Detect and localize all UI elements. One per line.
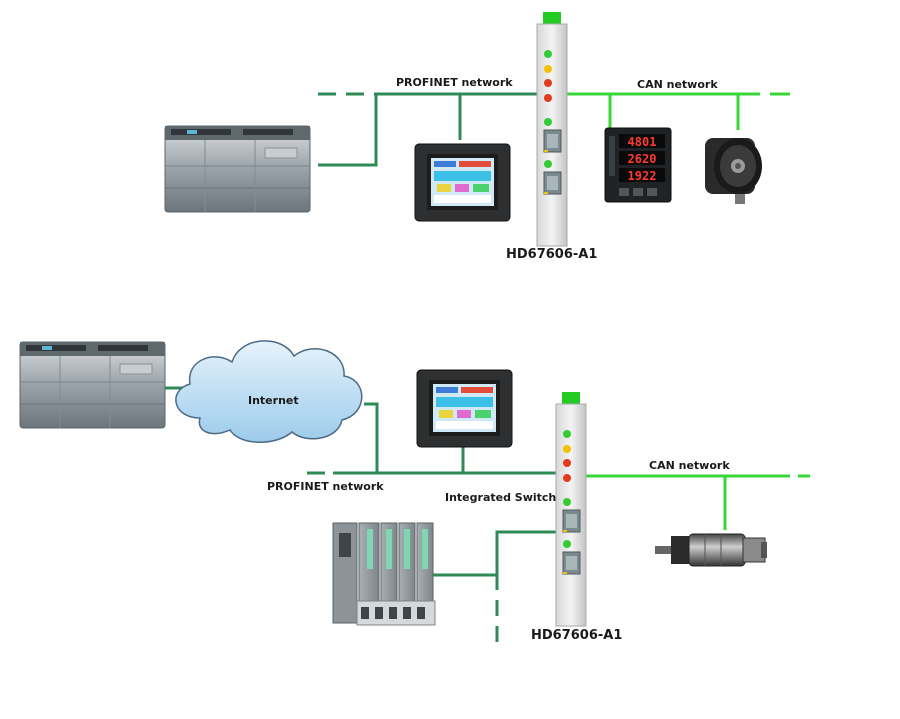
top-can-line	[567, 92, 790, 130]
top-can-label: CAN network	[637, 78, 718, 91]
bottom-can-line	[585, 474, 810, 530]
meter-reading-1: 4801	[628, 135, 657, 149]
io-module-icon	[332, 522, 436, 626]
gateway-icon	[555, 392, 587, 627]
bottom-profinet-label: PROFINET network	[267, 480, 384, 493]
hmi-panel-icon	[416, 369, 513, 448]
top-profinet-line	[318, 92, 537, 167]
top-gateway-label: HD67606-A1	[506, 247, 597, 262]
integrated-switch-label: Integrated Switch	[445, 491, 556, 504]
top-profinet-label: PROFINET network	[396, 76, 513, 89]
meter-reading-2: 2620	[628, 152, 657, 166]
power-meter-icon: 4801 2620 1922	[604, 127, 672, 203]
bottom-diagram: Internet	[19, 340, 810, 643]
meter-reading-3: 1922	[628, 169, 657, 183]
cloud-icon	[175, 340, 363, 443]
bottom-gateway-label: HD67606-A1	[531, 628, 622, 643]
bottom-profinet-line	[165, 386, 556, 642]
plc-icon	[164, 125, 311, 213]
gateway-icon	[536, 12, 568, 247]
hmi-panel-icon	[414, 143, 511, 222]
internet-label: Internet	[248, 394, 299, 407]
top-diagram: 4801 2620 1922 PROFINET network CAN netw…	[164, 12, 790, 262]
encoder-icon	[705, 138, 762, 204]
plc-icon	[19, 341, 166, 429]
bottom-can-label: CAN network	[649, 459, 730, 472]
motor-icon	[655, 533, 767, 567]
